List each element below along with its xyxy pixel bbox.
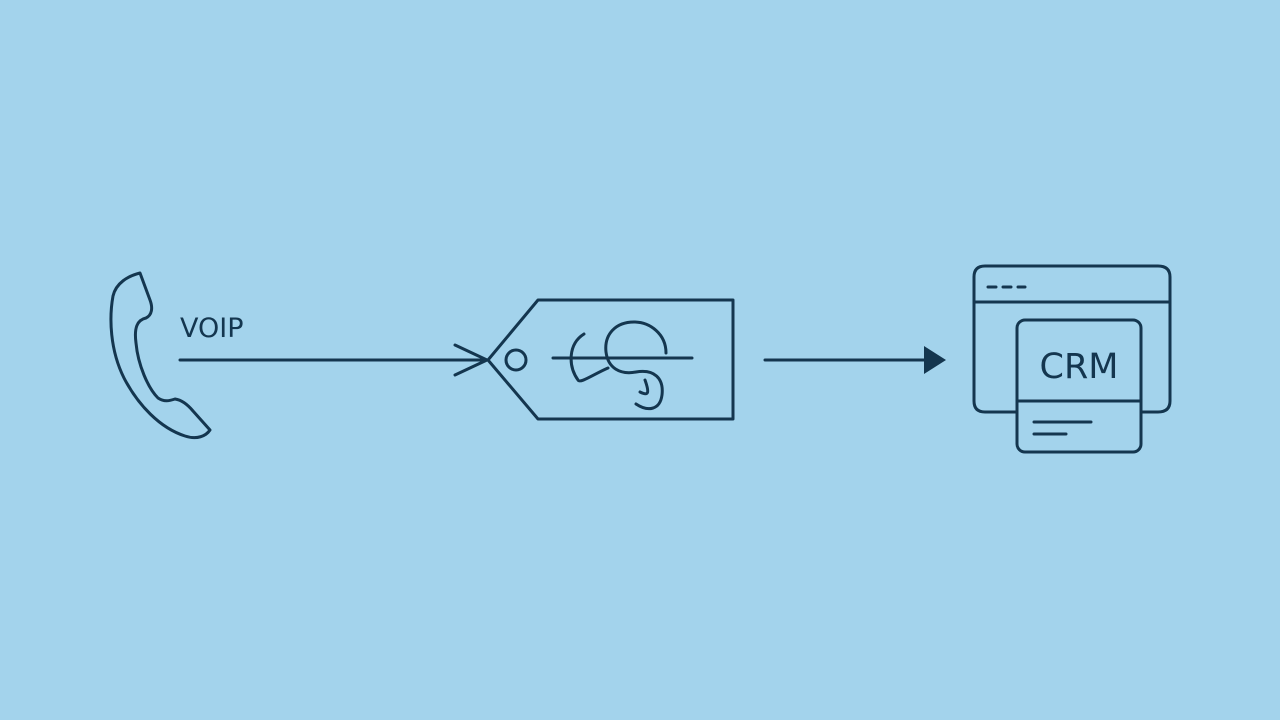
arrow-voip-to-tag (178, 343, 489, 377)
voip-label: VOIP (180, 313, 244, 344)
crm-browser-window-icon (972, 264, 1172, 454)
arrow-tag-to-crm (763, 346, 946, 374)
dollar-price-tag-icon (486, 298, 735, 421)
crm-label: CRM (1040, 347, 1119, 387)
phone-handset-icon (109, 271, 212, 440)
